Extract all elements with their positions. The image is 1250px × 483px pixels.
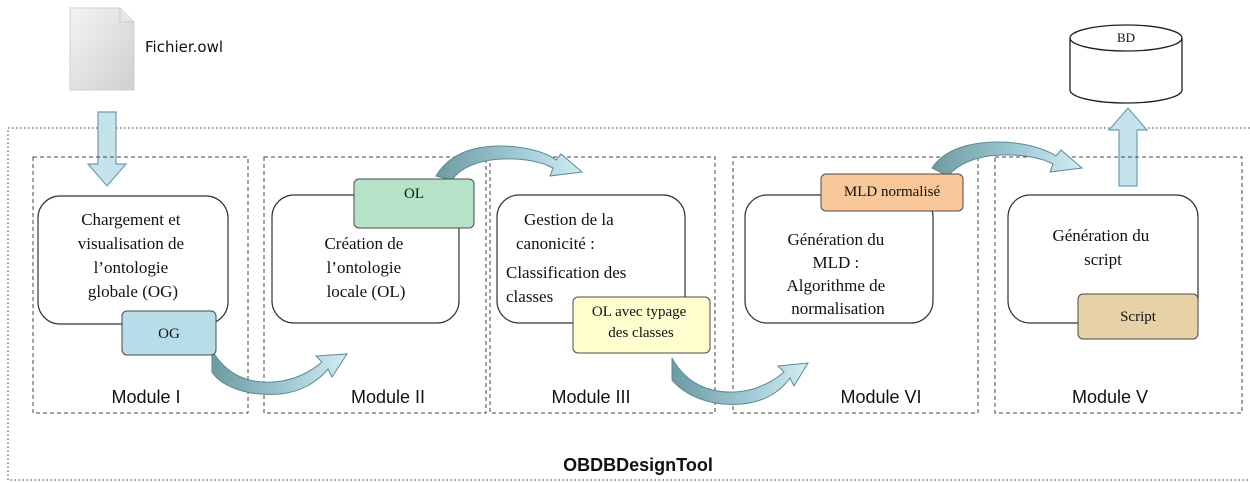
module-2-box <box>263 156 487 414</box>
tool-name: OBDBDesignTool <box>563 455 713 475</box>
process-text-2: Création de l’ontologie locale (OL) <box>324 234 407 301</box>
load-arrow <box>86 111 128 187</box>
file-label: Fichier.owl <box>145 38 223 56</box>
module-4-box <box>732 156 979 414</box>
output-mld <box>820 173 964 212</box>
tool-boundary <box>7 127 1250 481</box>
module-5-label: Module V <box>1072 387 1148 407</box>
document-icon <box>69 7 135 91</box>
flow-arrow-3-4 <box>671 357 809 405</box>
process-text-4: Génération du MLD : Algorithme de normal… <box>787 230 890 318</box>
output-ol-typed-label: OL avec typage des classes <box>592 304 690 341</box>
flow-arrow-2-3 <box>435 145 584 181</box>
module-3-label: Module III <box>551 387 630 407</box>
output-script <box>1077 293 1199 340</box>
output-script-label: Script <box>1120 309 1157 325</box>
module-4-label: Module VI <box>840 387 921 407</box>
output-ol-label: OL <box>404 186 424 202</box>
module-1-label: Module I <box>111 387 180 407</box>
module-2-label: Module II <box>351 387 425 407</box>
output-og <box>121 310 217 356</box>
output-ol-typed <box>572 296 711 354</box>
output-mld-label: MLD normalisé <box>844 184 941 200</box>
process-text-1: Chargement et visualisation de l’ontolog… <box>78 210 188 301</box>
module-3-box <box>489 156 716 414</box>
database-icon <box>1069 24 1183 104</box>
flow-arrow-4-5 <box>931 141 1084 177</box>
output-ol <box>353 178 475 229</box>
output-og-label: OG <box>158 326 180 342</box>
database-label: BD <box>1117 30 1135 45</box>
module-5-box <box>994 156 1243 414</box>
module-1-box <box>32 156 249 414</box>
process-text-3: Gestion de la canonicité : Classificatio… <box>506 210 631 306</box>
process-text-5: Génération du script <box>1052 226 1153 269</box>
flow-arrow-1-2 <box>211 348 348 395</box>
store-arrow <box>1107 107 1149 187</box>
